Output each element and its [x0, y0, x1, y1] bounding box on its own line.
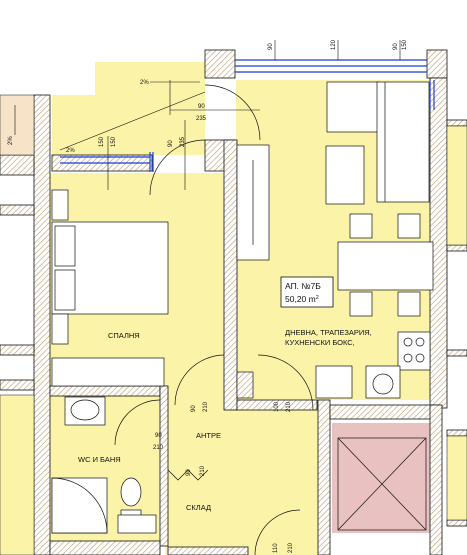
wardrobe-icon: [51, 357, 165, 387]
dimension-labels: 90 120 90 150 90 235 150 150 90 235 90 2…: [99, 39, 408, 553]
dim-b-w: 90: [168, 140, 174, 147]
bedroom-label: СПАЛНЯ: [108, 331, 140, 340]
hall-label: АНТРЕ: [196, 431, 221, 440]
nightstand-icon: [51, 313, 69, 345]
fridge-icon: [315, 365, 353, 399]
dim-door-living-w: 100: [274, 401, 280, 412]
dim-bed-w1: 150: [99, 136, 105, 147]
dim-top-90b: 90: [393, 43, 399, 50]
dim-balcony-h: 235: [196, 116, 207, 122]
windows: [60, 59, 435, 172]
sofa-icon: [326, 81, 430, 203]
storage-label: СКЛАД: [186, 503, 211, 512]
dim-door-bed-w: 90: [191, 405, 197, 412]
stair-cross: [337, 437, 427, 531]
dim-door-store-h: 210: [200, 465, 206, 476]
dim-b-h: 235: [180, 136, 186, 147]
washbasin-icon: [64, 396, 106, 426]
dim-balcony-w: 90: [198, 104, 205, 110]
dim-top-150: 150: [402, 39, 408, 50]
toilet-icon: [120, 477, 142, 521]
neighbour-areas: [0, 94, 467, 555]
balcony-floor: [52, 62, 205, 155]
apartment-badge: АП. №7Б 50,20 m2: [280, 276, 334, 308]
dim-top-120: 120: [331, 39, 337, 50]
dim-top-90: 90: [268, 43, 274, 50]
slope-2: 2%: [8, 136, 14, 145]
dim-door-store-w: 90: [186, 469, 192, 476]
furniture: [51, 81, 434, 534]
bed-icon: [51, 221, 169, 315]
room-labels: СПАЛНЯ ДНЕВНА, ТРАПЕЗАРИЯ, КУХНЕНСКИ БОК…: [78, 328, 372, 512]
dining-table-icon: [337, 213, 434, 317]
walls: [0, 49, 467, 555]
dim-bed-w2: 150: [111, 136, 117, 147]
stairwell: [332, 423, 430, 533]
slope-arrows: [14, 80, 206, 151]
nightstand-icon: [51, 189, 69, 221]
kitchen-sink-icon: [365, 365, 401, 399]
dim-door-entry2: 210: [288, 542, 294, 553]
column: [236, 371, 254, 399]
doors: [114, 84, 314, 555]
bath-label: WC И БАНЯ: [78, 455, 121, 464]
hall-floor: [165, 386, 318, 555]
apartment-title: АП. №7Б: [285, 281, 321, 291]
apartment-area: 50,20 m2: [285, 294, 319, 304]
cooktop-icon: [397, 331, 431, 371]
living-label-2: КУХНЕНСКИ БОКС,: [285, 338, 355, 347]
dimension-lines: [107, 40, 401, 190]
washer-icon: [117, 514, 157, 534]
coffee-table-icon: [325, 145, 365, 205]
slope-labels: 2% 2% 2%: [8, 80, 149, 154]
living-label-1: ДНЕВНА, ТРАПЕЗАРИЯ,: [285, 328, 372, 337]
shower-icon: [51, 477, 108, 534]
dim-door-bath-w: 90: [155, 433, 162, 439]
dim-door-bed-h: 210: [203, 401, 209, 412]
dim-door-bath-h: 210: [153, 445, 164, 451]
slope-1: 2%: [140, 80, 149, 86]
dim-door-entry: 110: [273, 543, 279, 553]
slope-3: 2%: [66, 148, 75, 154]
dim-door-living-h: 210: [286, 401, 292, 412]
